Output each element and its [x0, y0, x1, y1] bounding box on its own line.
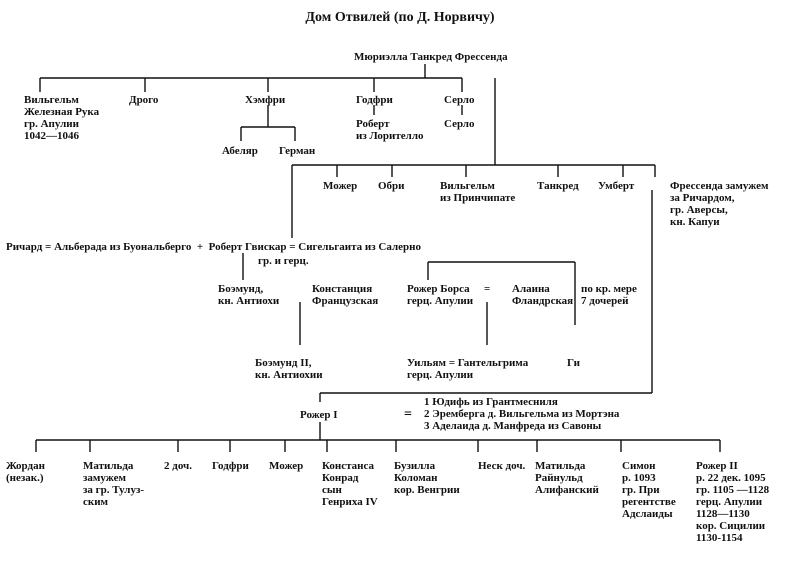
node-guy: Ги [567, 357, 580, 369]
node-jordan: Жордан (незак.) [6, 460, 45, 484]
node-busilla-coloman: Бузилла Коломан кор. Венгрии [394, 460, 460, 496]
node-matilda-toulouse: Матильда замужем за гр. Тулуз- ским [83, 460, 145, 508]
node-robert-loritello: Роберт из Лорителло [356, 118, 424, 142]
node-humphrey: Хэмфри [245, 94, 286, 106]
node-abelard: Абеляр [222, 145, 258, 157]
node-richard-guiscard-line: Ричард = Альберада из Буональберго + Роб… [6, 241, 421, 253]
node-bohemond: Боэмунд, кн. Антиохи [218, 283, 280, 307]
node-godfrey: Годфри [356, 94, 393, 106]
marriage-sign-borsa: = [484, 283, 491, 295]
node-bohemond-ii: Боэмунд II, кн. Антиохии [255, 357, 323, 381]
node-simon: Симон р. 1093 гр. При регентстве Адслаид… [622, 460, 676, 520]
node-tancred: Танкред [537, 180, 579, 192]
node-drogo: Дрого [129, 94, 159, 106]
node-two-daughters: 2 доч. [164, 460, 192, 472]
node-serlo-son: Серло [444, 118, 475, 130]
node-godfrey-son: Годфри [212, 460, 249, 472]
marriage-sign-roger: = [404, 407, 412, 422]
node-mauger-son: Можер [269, 460, 304, 472]
node-roger-i: Рожер I [300, 409, 338, 421]
node-several-daughters: Неск доч. [478, 460, 526, 472]
node-aubrey: Обри [378, 180, 405, 192]
node-humbert: Умберт [598, 180, 635, 192]
node-mauger: Можер [323, 180, 358, 192]
node-wilhelm-principate: Вильгельм из Принчипате [440, 180, 516, 204]
node-constance-france: Констанция Французская [312, 283, 379, 307]
node-guiscard-title: гр. и герц. [258, 255, 309, 267]
node-roger-borsa: Рожер Борса герц. Апулии [407, 283, 474, 307]
node-seven-daughters: по кр. мере 7 дочерей [581, 283, 637, 307]
node-alaina-flanders: Алаина Фландрская [512, 283, 574, 307]
node-roger-wives: 1 Юдифь из Грантмесниля 2 Эремберга д. В… [424, 396, 620, 432]
node-wilhelm-iron-arm: Вильгельм Железная Рука гр. Апулии 1042—… [24, 94, 100, 142]
node-constance-conrad: Констанса Конрад сын Генриха IV [322, 460, 378, 508]
page-title: Дом Отвилей (по Д. Норвичу) [305, 10, 495, 25]
node-william-apulia: Уильям = Гантельгрима герц. Апулии [407, 357, 529, 381]
node-root-founders: Мюриэлла Танкред Фрессенда [354, 51, 508, 63]
node-herman: Герман [279, 145, 316, 157]
node-fressenda: Фрессенда замужем за Ричардом, гр. Аверс… [670, 180, 769, 228]
node-matilda-rainulf: Матильда Райнульд Алифанский [535, 460, 599, 496]
node-roger-ii: Рожер II р. 22 дек. 1095 гр. 1105 —1128 … [696, 460, 770, 544]
node-serlo: Серло [444, 94, 475, 106]
